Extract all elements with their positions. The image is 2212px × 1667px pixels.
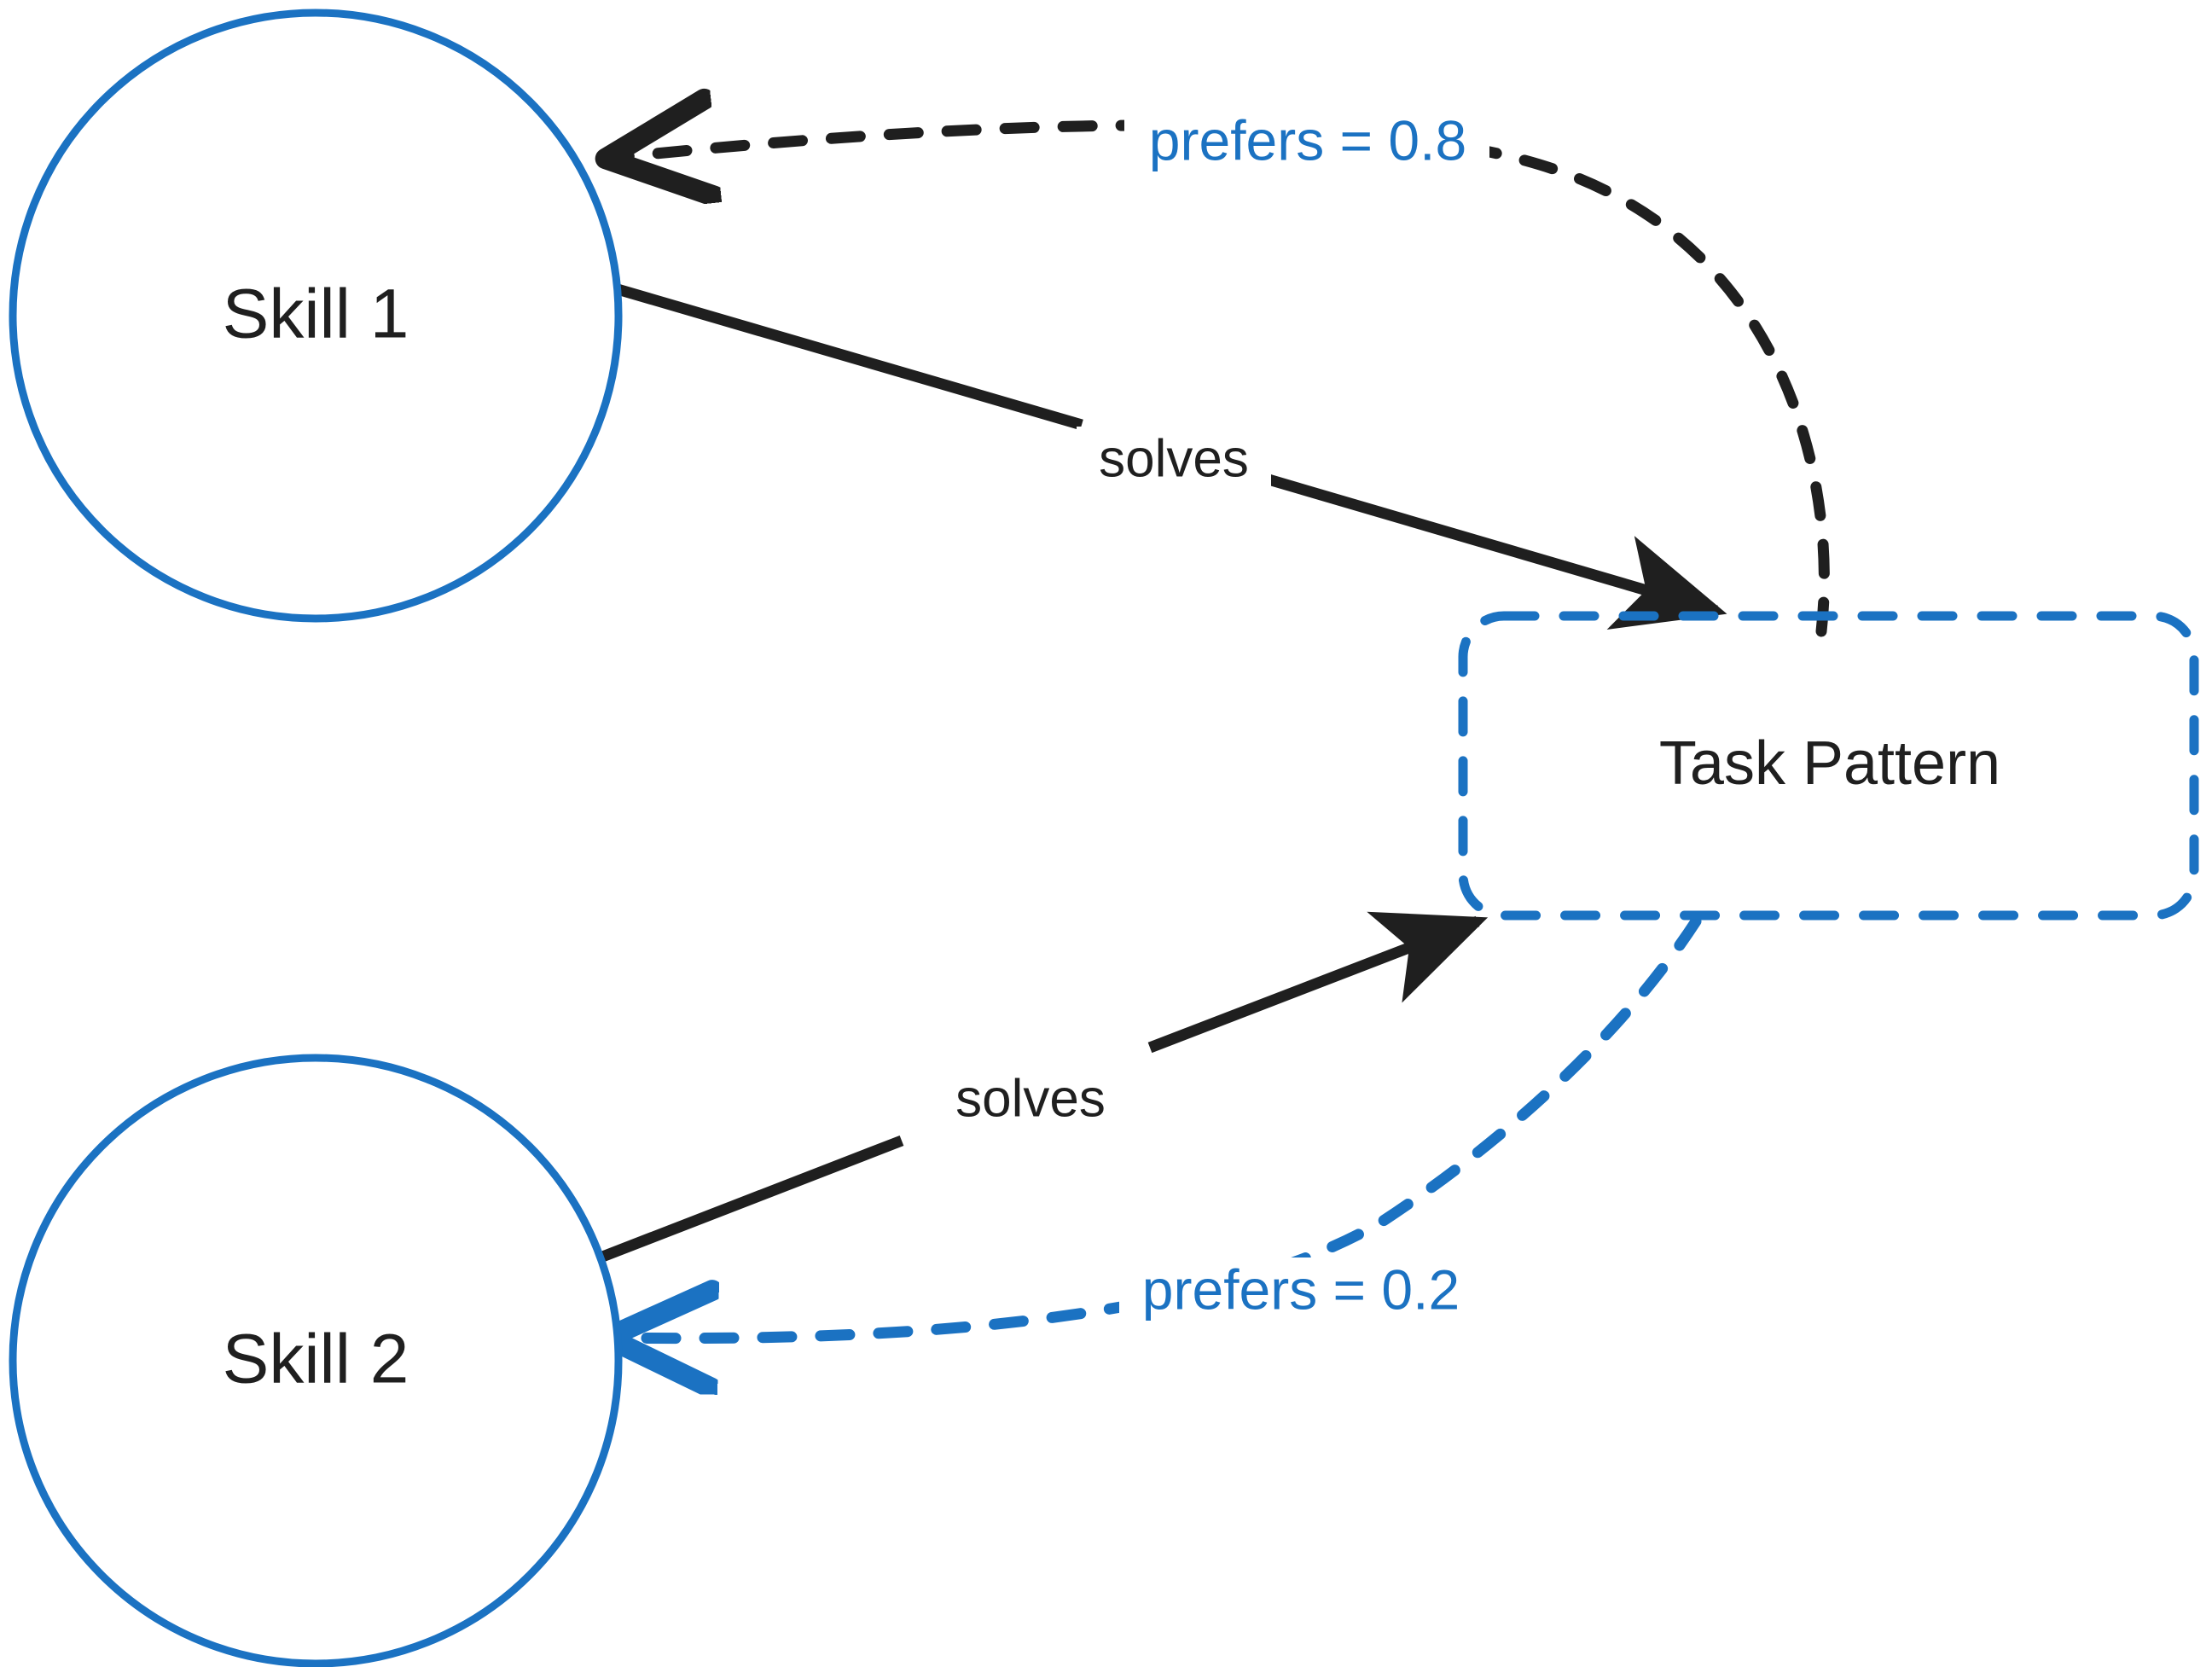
edge-solves-2-seg-a xyxy=(576,1135,904,1272)
edge-prefers-08[interactable] xyxy=(606,125,1830,637)
edge-label-solves-2-group: solves xyxy=(933,1066,1128,1135)
solves-1-label-halo xyxy=(1077,427,1271,495)
edge-label-prefers-02: prefers = 0.2 xyxy=(1142,1258,1460,1321)
edge-label-prefers-02-group: prefers = 0.2 xyxy=(1119,1258,1484,1329)
skill-1-circle xyxy=(9,9,623,623)
solves-2-label-halo xyxy=(933,1066,1128,1135)
edge-prefers-08-path xyxy=(606,125,1830,637)
edge-label-solves-1: solves xyxy=(1099,429,1249,488)
node-task-pattern[interactable]: Task Pattern xyxy=(1458,611,2199,921)
skill-2-circle xyxy=(9,1054,623,1667)
edge-solves-1[interactable] xyxy=(610,282,1727,630)
edge-solves-2-seg-b xyxy=(1147,911,1489,1054)
edge-label-solves-1-group: solves xyxy=(1077,427,1271,495)
skill-1-label: Skill 1 xyxy=(223,276,409,353)
edge-label-solves-2: solves xyxy=(955,1069,1106,1128)
node-skill-2[interactable]: Skill 2 xyxy=(9,1054,623,1667)
edge-prefers-02-path xyxy=(607,915,1702,1339)
edge-label-prefers-08: prefers = 0.8 xyxy=(1149,108,1466,171)
edge-prefers-02[interactable] xyxy=(607,915,1702,1339)
task-pattern-label: Task Pattern xyxy=(1659,729,2000,798)
edge-solves-1-seg-a xyxy=(610,282,1083,431)
edge-solves-2[interactable] xyxy=(576,911,1489,1272)
prefers-08-label-halo xyxy=(1124,109,1489,181)
edge-label-prefers-08-group: prefers = 0.8 xyxy=(1124,108,1489,181)
prefers-02-label-halo xyxy=(1119,1258,1484,1329)
task-pattern-box xyxy=(1458,611,2199,921)
node-skill-1[interactable]: Skill 1 xyxy=(9,9,623,623)
edge-solves-1-seg-b xyxy=(1267,473,1727,630)
skill-2-label: Skill 2 xyxy=(223,1321,409,1398)
